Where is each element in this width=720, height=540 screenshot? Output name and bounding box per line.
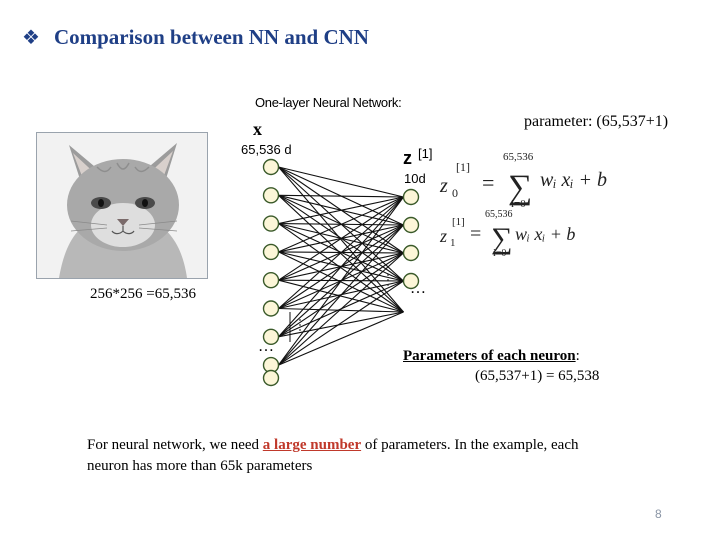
- formula-z0-sup: [1]: [456, 160, 470, 174]
- connection-edge: [278, 196, 404, 253]
- connection-edge: [278, 194, 404, 313]
- formula-z0: z 0 [1] = 65,536 ∑ i=0 wᵢ xᵢ + b: [439, 151, 607, 210]
- params-heading-colon: :: [575, 348, 580, 364]
- output-dimension-label: 10d: [404, 171, 426, 186]
- connection-edge: [278, 307, 404, 313]
- formula-z1-sigma: ∑: [491, 222, 512, 255]
- image-size-caption: 256*256 =65,536: [90, 286, 196, 302]
- connection-edge: [278, 166, 404, 198]
- formula-z1-equals: =: [470, 223, 481, 245]
- page-number: 8: [655, 507, 662, 521]
- formula-z1-term: wᵢ xᵢ + b: [515, 224, 575, 244]
- formula-z1-upper: 65,536: [485, 209, 513, 220]
- input-node: [262, 369, 280, 387]
- input-dimension-label: 65,536 d: [241, 142, 292, 157]
- input-node: [262, 158, 280, 176]
- title-row: ❖ Comparison between NN and CNN: [22, 22, 369, 52]
- connection-edge: [278, 224, 404, 366]
- formula-z0-sub: 0: [452, 186, 458, 200]
- params-heading-text: Parameters of each neuron: [403, 348, 576, 364]
- connection-edge: [278, 194, 404, 198]
- input-node: [262, 215, 280, 232]
- input-node: [262, 328, 280, 345]
- output-layer-superscript: [1]: [418, 146, 433, 161]
- formula-z1-lower: i=0: [493, 248, 506, 259]
- input-nodes-ellipsis: …: [258, 338, 274, 355]
- formula-z1-sub: 1: [450, 237, 456, 249]
- output-node: [402, 244, 420, 262]
- connection-edge: [278, 196, 404, 225]
- formula-z0-term: wᵢ xᵢ + b: [540, 169, 607, 191]
- cat-photo: [36, 132, 208, 279]
- input-vertical-dots: [299, 319, 301, 331]
- hidden-vertical-dots: [387, 274, 389, 286]
- diamond-bullet-icon: ❖: [22, 25, 40, 49]
- formula-z1-sup: [1]: [452, 216, 465, 228]
- formula-z0-equals: =: [482, 170, 494, 195]
- connection-edge: [278, 196, 404, 309]
- connection-edge: [278, 196, 404, 281]
- params-per-neuron-heading: Parameters of each neuron:: [403, 348, 580, 365]
- output-node: [402, 188, 420, 206]
- output-nodes-ellipsis: …: [410, 280, 426, 297]
- connection-edge: [278, 166, 404, 313]
- input-node: [262, 300, 280, 317]
- formula-z0-sigma: ∑: [508, 169, 532, 206]
- output-node: [402, 216, 420, 234]
- formula-z1: z 1 [1] = 65,536 ∑ i=0 wᵢ xᵢ + b: [439, 209, 575, 259]
- params-per-neuron-value: (65,537+1) = 65,538: [475, 368, 600, 384]
- summary-note-highlight: a large number: [262, 437, 362, 453]
- connection-edge: [278, 196, 404, 338]
- output-vector-label: z: [403, 148, 412, 168]
- connection-edge: [278, 223, 404, 313]
- output-node: [402, 272, 420, 290]
- input-node: [262, 243, 280, 261]
- summary-note: For neural network, we need a large numb…: [87, 435, 607, 477]
- formula-z0-upper: 65,536: [503, 151, 534, 163]
- summary-note-end: of parameters. In the example, each neur…: [87, 437, 579, 474]
- cat-illustration: [37, 133, 207, 278]
- connection-edge: [278, 280, 404, 366]
- summary-note-start: For neural network, we need: [87, 437, 263, 453]
- connection-edge: [278, 311, 404, 366]
- network-nodes: [262, 158, 420, 387]
- input-vector-label: x: [253, 119, 262, 139]
- formula-z1-lhs: z: [439, 226, 447, 246]
- formula-z0-lower: i=0: [511, 198, 526, 210]
- connection-edge: [278, 311, 404, 338]
- connection-edge: [278, 279, 404, 313]
- connection-edge: [278, 252, 404, 366]
- formula-z0-lhs: z: [439, 175, 448, 197]
- parameter-count-label: parameter: (65,537+1): [524, 113, 669, 130]
- input-node: [262, 272, 280, 289]
- network-subtitle: One-layer Neural Network:: [255, 95, 402, 110]
- slide-title: Comparison between NN and CNN: [53, 24, 369, 49]
- connection-edge: [278, 196, 404, 366]
- input-node: [262, 187, 280, 204]
- network-connections: [278, 166, 404, 366]
